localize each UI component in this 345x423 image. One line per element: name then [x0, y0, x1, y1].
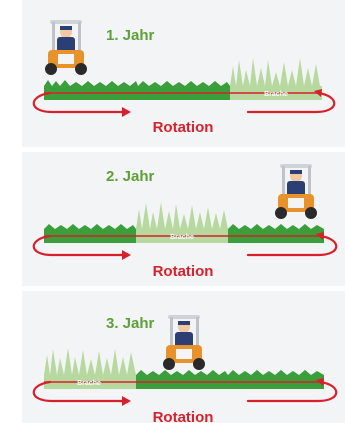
- panel-year-1: Brache Rotation 1. Jahr: [22, 0, 345, 147]
- fallow-label: Brache: [170, 234, 194, 241]
- rotation-diagram-2: Brache Rotation 2. Jahr: [32, 164, 338, 280]
- rotation-arrow: [32, 380, 338, 403]
- year-label: 2. Jahr: [106, 168, 155, 185]
- fallow-label: Brache: [264, 91, 288, 98]
- rotation-label: Rotation: [153, 119, 214, 136]
- panel-year-2: Brache Rotation 2. Jahr: [22, 152, 345, 286]
- lawn-mower-icon: [275, 164, 317, 219]
- rotation-label: Rotation: [153, 263, 214, 280]
- panel-year-3: Brache Rotation 3. Jahr: [22, 291, 345, 423]
- year-label: 1. Jahr: [106, 27, 155, 44]
- rotation-arrow: [32, 91, 336, 114]
- fallow-label: Brache: [77, 380, 101, 387]
- rotation-arrow: [32, 234, 338, 257]
- lawn-mower-icon: [163, 315, 205, 370]
- field-strips: [44, 86, 322, 100]
- rotation-diagram-3: Brache Rotation 3. Jahr: [32, 315, 338, 423]
- rotation-diagram-1: Brache Rotation 1. Jahr: [32, 20, 336, 136]
- lawn-mower-icon: [45, 20, 87, 75]
- year-label: 3. Jahr: [106, 315, 155, 332]
- rotation-label: Rotation: [153, 409, 214, 423]
